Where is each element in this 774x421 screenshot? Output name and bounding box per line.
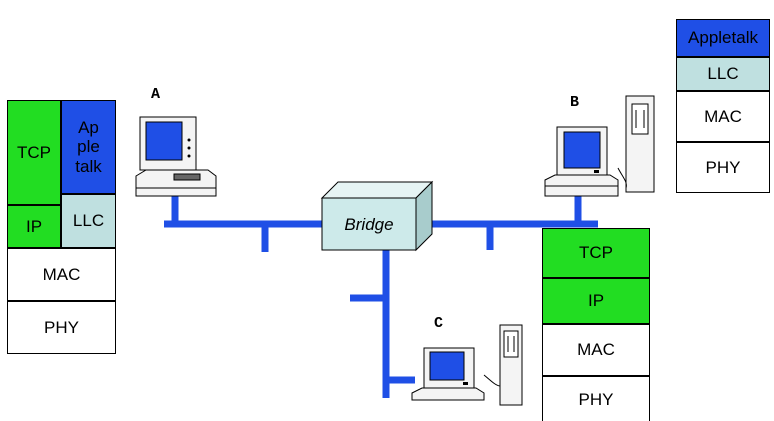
stack-c-mac: MAC [542,324,650,376]
stack-b-appletalk: Appletalk [676,19,770,57]
stack-c-ip: IP [542,278,650,324]
stack-a-mac: MAC [7,248,116,301]
node-label-a: A [151,86,160,103]
computer-icon [136,117,216,196]
stack-a-ip: IP [7,205,61,248]
tower-computer-icon [412,325,522,405]
stack-b-mac: MAC [676,91,770,142]
stack-a-llc: LLC [61,194,116,248]
stack-a-appletalk: Ap ple talk [61,100,116,194]
stack-b-llc: LLC [676,57,770,91]
bridge-label: Bridge [344,215,393,234]
stack-c-tcp: TCP [542,228,650,278]
stack-b-phy: PHY [676,142,770,193]
node-label-b: B [570,94,579,111]
stack-a-tcp: TCP [7,100,61,205]
bridge-icon: Bridge [322,182,432,250]
tower-computer-icon [545,96,654,196]
stack-c-phy: PHY [542,376,650,421]
node-label-c: C [434,315,443,332]
stack-a-phy: PHY [7,301,116,354]
